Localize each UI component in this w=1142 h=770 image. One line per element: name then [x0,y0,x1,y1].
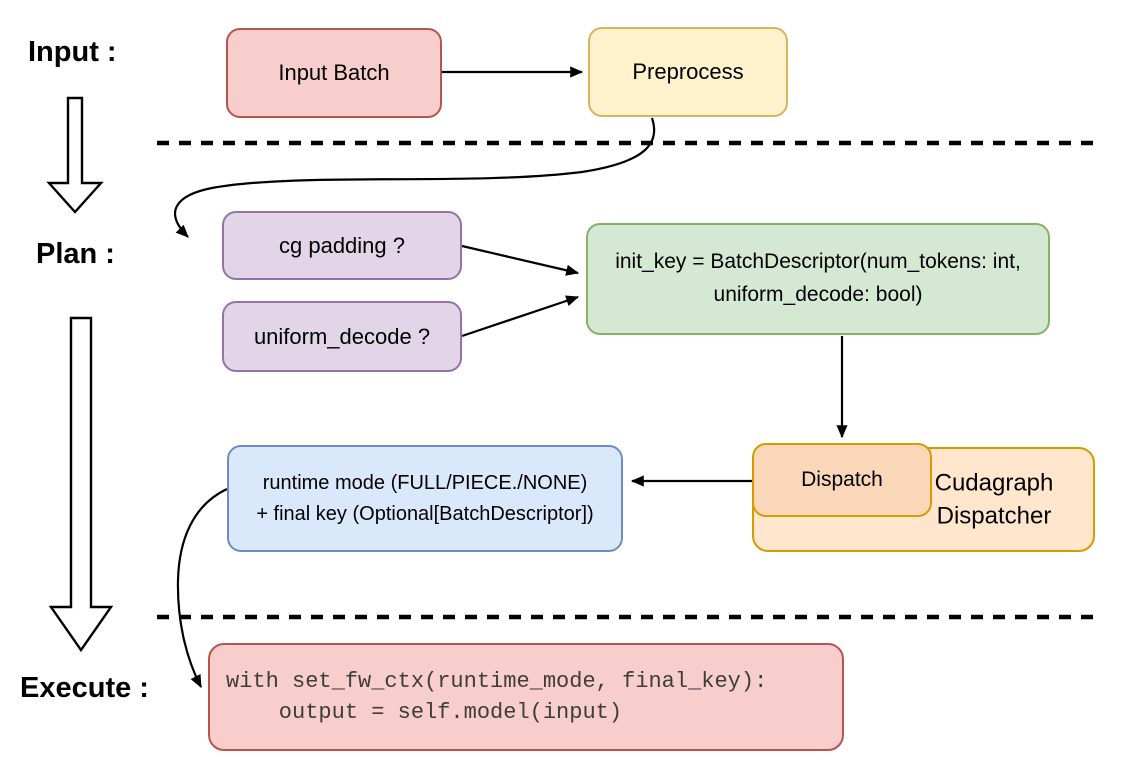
arrow-cg-padding-to-init-key [461,244,580,276]
cudagraph-dispatcher-line1: Cudagraph [934,468,1054,496]
preprocess-label: Preprocess [632,59,744,85]
execute-stage-label: Execute : [20,672,149,704]
runtime-mode-node: runtime mode (FULL/PIECE./NONE) + final … [227,445,623,552]
input-batch-node: Input Batch [226,28,442,118]
execute-code-line1: with set_fw_ctx(runtime_mode, final_key)… [226,668,768,694]
cudagraph-dispatcher-label: Cudagraph Dispatcher [909,466,1079,533]
execute-code-node: with set_fw_ctx(runtime_mode, final_key)… [208,643,844,751]
runtime-mode-line1: runtime mode (FULL/PIECE./NONE) [262,471,588,494]
runtime-mode-line2: + final key (Optional[BatchDescriptor]) [256,502,594,525]
cg-padding-label: cg padding ? [279,232,405,258]
input-batch-label: Input Batch [278,60,390,86]
input-stage-label: Input : [28,36,117,68]
dispatch-node: Dispatch [752,443,932,517]
preprocess-node: Preprocess [588,27,788,117]
init-key-line2: uniform_decode: bool) [713,283,923,306]
arrow-runtime-mode-to-execute-code [176,488,228,688]
arrow-uniform-decode-to-init-key [461,295,580,338]
plan-stage-arrow [48,316,114,653]
cudagraph-dispatcher-line2: Dispatcher [936,502,1052,530]
plan-stage-label: Plan : [36,238,115,270]
execute-code-line2: output = self.model(input) [226,700,623,725]
arrow-preprocess-to-cg-padding [174,117,656,238]
cg-padding-node: cg padding ? [222,211,462,280]
input-stage-arrow [46,96,104,214]
uniform-decode-label: uniform_decode ? [253,323,431,349]
init-key-line1: init_key = BatchDescriptor(num_tokens: i… [615,250,1021,274]
uniform-decode-node: uniform_decode ? [222,301,462,372]
init-key-node: init_key = BatchDescriptor(num_tokens: i… [586,223,1050,335]
dispatch-label: Dispatch [801,467,883,491]
